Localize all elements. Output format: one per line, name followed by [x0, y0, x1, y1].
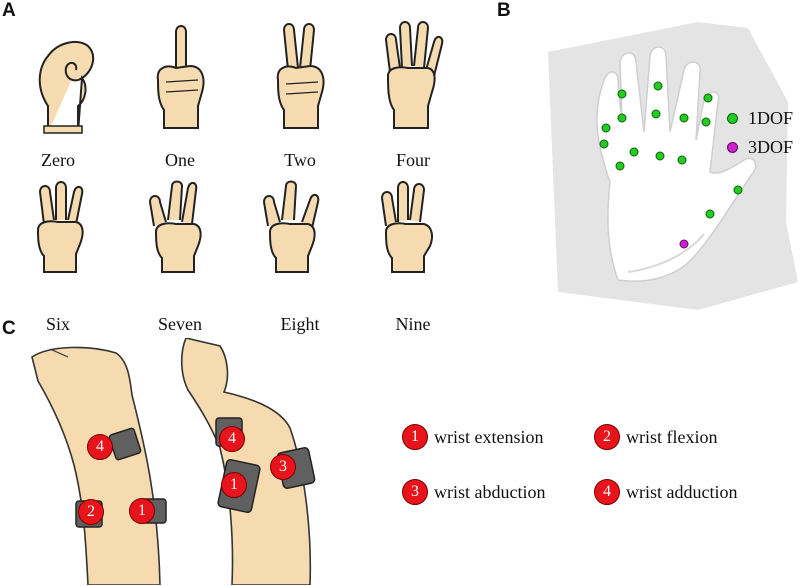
gesture-label-eight: Eight: [280, 314, 320, 334]
gesture-label-four: Four: [395, 150, 430, 170]
joint-1dof-marker: [601, 123, 611, 133]
hand-six-illustration: [36, 181, 84, 273]
gesture-label-two: Two: [284, 150, 316, 170]
gesture-label-one: One: [165, 150, 195, 170]
legend-1dof: 1DOF: [727, 108, 793, 129]
legend-1dof-label: 1DOF: [748, 108, 794, 128]
legend-label: wrist adduction: [626, 481, 738, 502]
joint-1dof-marker: [701, 117, 711, 127]
joint-1dof-marker: [703, 93, 713, 103]
hand-two-illustration: [276, 23, 325, 129]
gesture-label-seven: Seven: [158, 314, 202, 334]
panel-label-a: A: [2, 0, 16, 21]
electrode-badge: 3: [270, 454, 296, 480]
legend-wrist-adduction: 4 wrist adduction: [594, 479, 737, 505]
legend-number-badge: 1: [402, 424, 428, 450]
electrode-badge: 2: [78, 499, 104, 525]
hand-zero-illustration: [38, 40, 95, 134]
hand-nine-illustration: [380, 181, 433, 273]
joint-1dof-marker: [733, 185, 743, 195]
forearm-2-illustration: [180, 338, 316, 585]
panel-label-b: B: [497, 0, 511, 21]
legend-number-badge: 4: [594, 479, 620, 505]
green-dot-icon: [727, 113, 738, 124]
hand-model-3d: [548, 22, 798, 310]
legend-number-badge: 2: [594, 424, 620, 450]
hand-eight-illustration: [262, 180, 320, 273]
joint-1dof-marker: [653, 81, 663, 91]
forearm-1-illustration: [31, 346, 167, 585]
joint-1dof-marker: [677, 155, 687, 165]
joint-1dof-marker: [599, 139, 609, 149]
joint-1dof-marker: [617, 113, 627, 123]
electrode-badge: 1: [221, 472, 247, 498]
legend-number-badge: 3: [402, 479, 428, 505]
gesture-label-six: Six: [45, 314, 70, 334]
legend-3dof-label: 3DOF: [748, 137, 794, 157]
legend-wrist-abduction: 3 wrist abduction: [402, 479, 545, 505]
panel-label-c: C: [2, 318, 16, 339]
legend-wrist-flexion: 2 wrist flexion: [594, 424, 718, 450]
legend-label: wrist abduction: [434, 481, 546, 502]
electrode-badge: 4: [87, 434, 113, 460]
hand-four-illustration: [384, 21, 444, 129]
gesture-label-zero: Zero: [41, 150, 75, 170]
joint-1dof-marker: [615, 161, 625, 171]
joint-3dof-marker: [679, 239, 689, 249]
electrode-badge: 1: [129, 498, 155, 524]
joint-1dof-marker: [629, 147, 639, 157]
joint-markers: [599, 81, 743, 249]
magenta-dot-icon: [727, 142, 738, 153]
joint-1dof-marker: [679, 113, 689, 123]
joint-1dof-marker: [617, 89, 627, 99]
hand-one-illustration: [156, 25, 205, 129]
legend-label: wrist extension: [434, 426, 544, 447]
legend-3dof: 3DOF: [727, 137, 793, 158]
joint-1dof-marker: [651, 109, 661, 119]
gesture-label-nine: Nine: [395, 314, 431, 334]
legend-label: wrist flexion: [626, 426, 718, 447]
electrode-badge: 4: [219, 426, 245, 452]
legend-wrist-extension: 1 wrist extension: [402, 424, 544, 450]
hand-seven-illustration: [148, 180, 202, 273]
joint-1dof-marker: [655, 151, 665, 161]
joint-1dof-marker: [705, 209, 715, 219]
